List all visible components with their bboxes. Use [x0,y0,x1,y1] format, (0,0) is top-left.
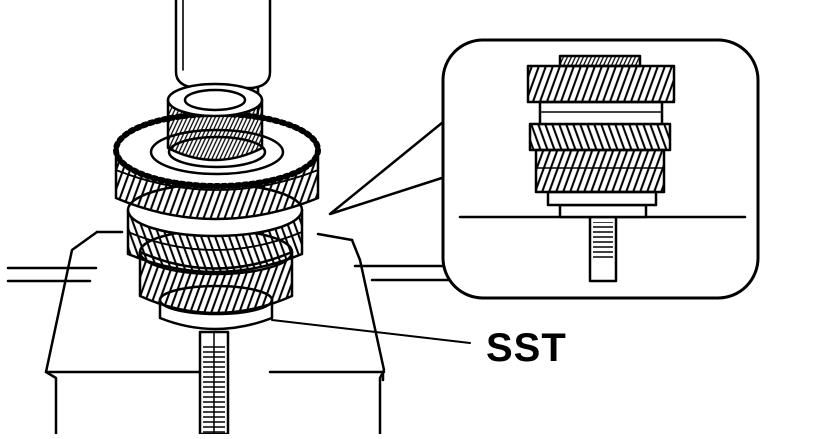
sst-leader-line [271,319,471,344]
gear-stack [113,82,321,331]
sst-label: SST [486,326,567,370]
output-shaft [198,330,230,436]
detail-inset [328,38,760,300]
press-bed [6,230,470,436]
